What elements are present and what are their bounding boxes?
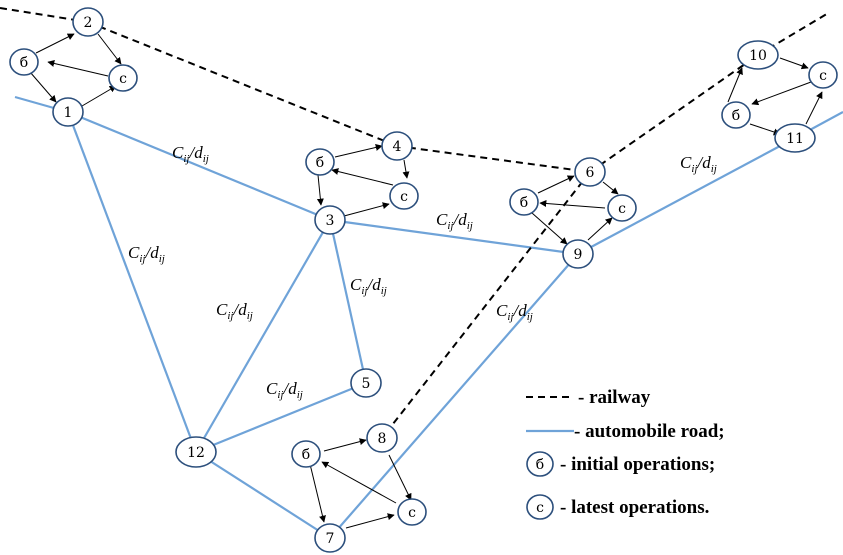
edge-label-1-12: Cij/dij: [128, 243, 165, 265]
rail-2-4: [87, 21, 398, 147]
svg-text:c: c: [618, 201, 626, 217]
svg-text:c: c: [400, 189, 408, 205]
node-7: 7: [314, 523, 346, 553]
svg-text:5: 5: [362, 376, 371, 392]
edge-label-5-12: Cij/dij: [266, 379, 303, 401]
rail-6-8: [381, 171, 591, 439]
node-1: 1: [52, 97, 84, 127]
road-network: [14, 95, 843, 539]
legend-latest-symbol: [526, 494, 554, 520]
svg-text:б: б: [536, 457, 544, 473]
legend-railway-label: - railway: [578, 387, 651, 408]
edge-label-3-12: Cij/dij: [216, 300, 253, 322]
svg-text:4: 4: [393, 139, 402, 155]
initial-op-node: б: [721, 101, 751, 129]
road-7-9: [329, 253, 579, 539]
road-3-12: [195, 219, 331, 453]
edge-label-1-3: Cij/dij: [172, 143, 209, 165]
node-11: 11: [774, 123, 816, 153]
latest-op-node: c: [607, 194, 637, 222]
rail-6-10: [589, 54, 759, 173]
initial-op-node: б: [305, 148, 335, 176]
node-9: 9: [562, 239, 594, 269]
svg-text:8: 8: [378, 431, 387, 447]
svg-text:c: c: [119, 71, 127, 87]
road-5-12: [195, 381, 367, 454]
svg-text:2: 2: [84, 15, 93, 31]
svg-text:б: б: [316, 155, 324, 171]
svg-text:c: c: [408, 505, 416, 521]
svg-text:б: б: [520, 195, 528, 211]
road-1-3: [67, 110, 331, 222]
node-4: 4: [381, 131, 413, 161]
node-6: 6: [574, 157, 606, 187]
edge-label-7-9: Cij/dij: [496, 301, 533, 323]
latest-op-node: c: [389, 182, 419, 210]
svg-text:б: б: [302, 447, 310, 463]
edge-labels: Cij/dij Cij/dij Cij/dij Cij/dij Cij/dij …: [128, 143, 717, 401]
svg-text:12: 12: [187, 445, 205, 461]
operation-nodes: б c б c б c б c б c: [9, 48, 838, 526]
svg-text:б: б: [732, 108, 740, 124]
edge-label-3-9: Cij/dij: [436, 210, 473, 232]
svg-text:11: 11: [786, 131, 804, 147]
node-5: 5: [350, 368, 382, 398]
svg-text:7: 7: [326, 531, 335, 547]
legend-latest-label: - latest operations.: [560, 497, 709, 518]
latest-op-node: c: [108, 64, 138, 92]
node-2: 2: [72, 7, 104, 37]
node-10: 10: [737, 40, 779, 70]
road-9-11: [577, 137, 796, 255]
road-12-7: [195, 451, 331, 539]
operation-arrows: [29, 33, 823, 529]
rail-4-6: [396, 145, 591, 173]
road-3-9: [329, 218, 579, 256]
road-1-12: [66, 111, 198, 453]
latest-op-node: c: [397, 498, 427, 526]
main-nodes: 1 2 3 4 5 6 7 8 9 10 11 12: [52, 7, 816, 553]
initial-op-node: б: [9, 48, 39, 76]
legend-road-label: - automobile road;: [574, 421, 725, 442]
svg-text:c: c: [536, 500, 544, 516]
legend-initial-label: - initial operations;: [560, 454, 715, 475]
svg-text:6: 6: [586, 165, 595, 181]
node-12: 12: [175, 436, 217, 468]
road-3-5: [328, 219, 368, 384]
svg-text:б: б: [20, 55, 28, 71]
svg-text:9: 9: [574, 247, 583, 263]
svg-text:3: 3: [326, 213, 335, 229]
node-8: 8: [366, 423, 398, 453]
edge-label-3-5: Cij/dij: [350, 275, 387, 297]
initial-op-node: б: [509, 188, 539, 216]
node-3: 3: [314, 205, 346, 235]
svg-text:10: 10: [749, 48, 767, 64]
initial-op-node: б: [291, 440, 321, 468]
svg-text:1: 1: [64, 105, 73, 121]
legend: - railway - automobile road; б - initial…: [526, 387, 725, 520]
latest-op-node: c: [808, 61, 838, 89]
edge-label-9-11: Cij/dij: [680, 153, 717, 175]
legend-initial-symbol: [526, 451, 554, 477]
svg-text:c: c: [819, 68, 827, 84]
